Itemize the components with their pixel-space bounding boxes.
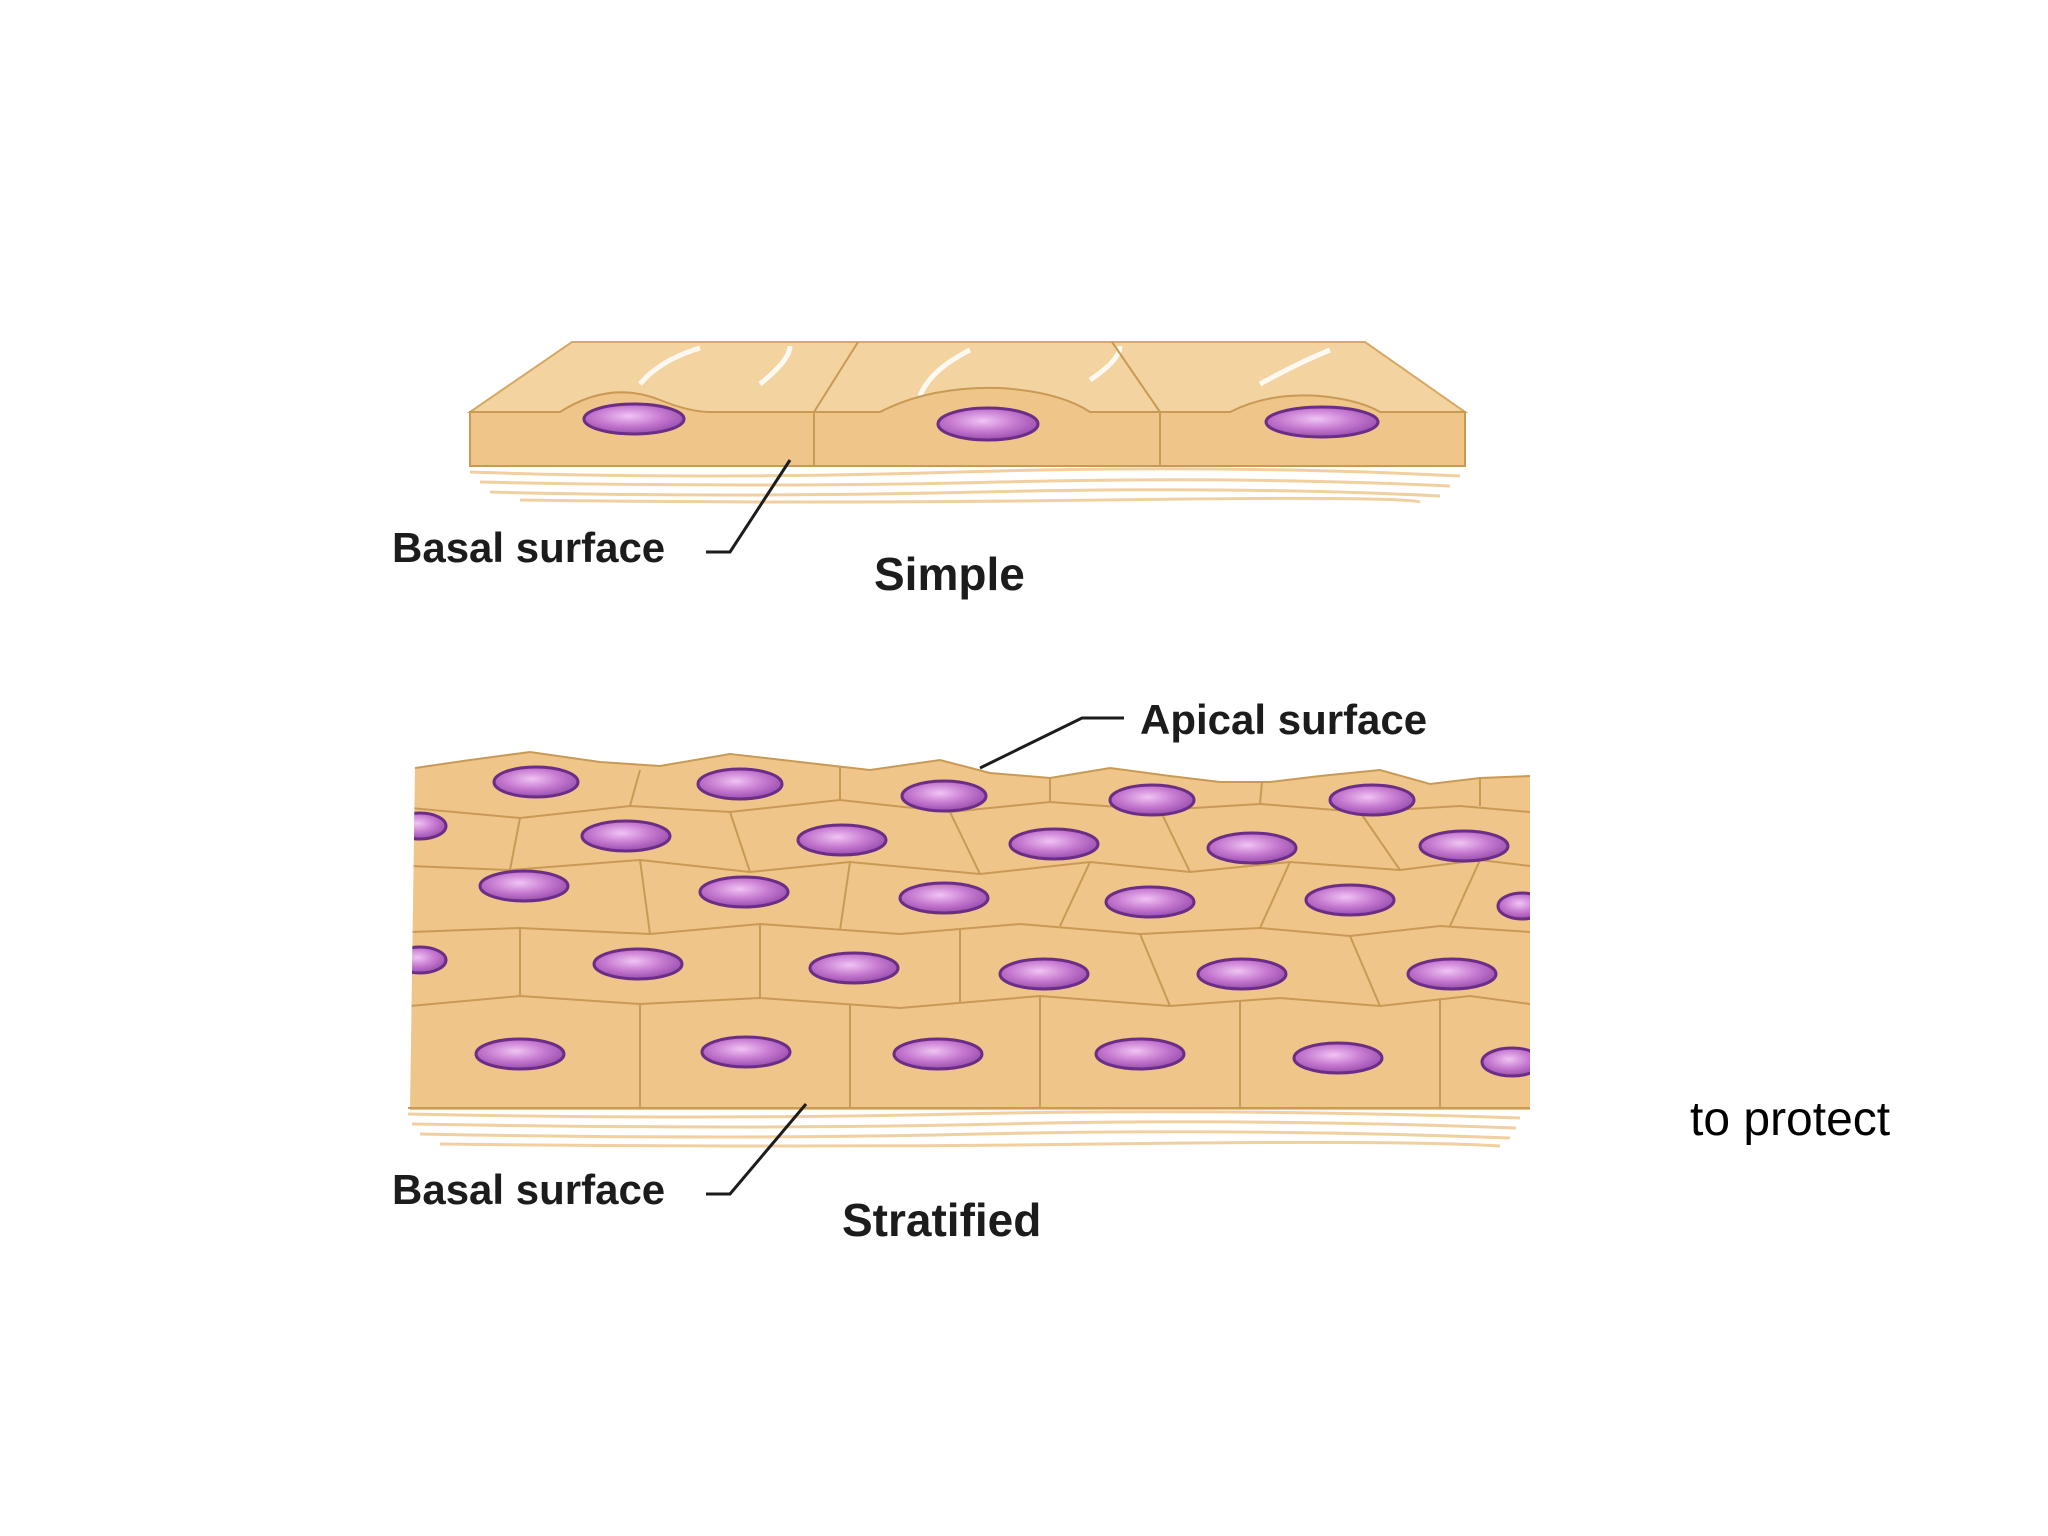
stratified-nucleus: [580, 819, 672, 853]
stratified-nucleus: [1108, 783, 1196, 817]
stratified-nucleus: [1196, 957, 1288, 991]
stratified-nucleus: [1328, 783, 1416, 817]
stratified-basement-tissue: [407, 1110, 1521, 1148]
stratified-nucleus: [1406, 957, 1498, 991]
stratified-nuclei: [410, 765, 1530, 1078]
stratified-nucleus: [898, 881, 990, 915]
stratified-nucleus: [698, 875, 790, 909]
stratified-nucleus: [700, 1035, 792, 1069]
simple-basal-label: Basal surface: [392, 524, 665, 571]
stratified-nucleus: [1292, 1041, 1384, 1075]
simple-nucleus: [582, 402, 686, 436]
stratified-nucleus: [796, 823, 888, 857]
stratified-basal-leader: [706, 1103, 808, 1196]
stratified-nucleus: [1496, 891, 1530, 921]
stratified-nucleus: [410, 945, 448, 975]
stratified-title: Stratified: [842, 1194, 1041, 1246]
simple-top-highlights: [638, 345, 1331, 397]
stratified-nucleus: [474, 1037, 566, 1071]
simple-basement-tissue: [469, 467, 1461, 504]
simple-title: Simple: [874, 548, 1025, 600]
simple-cell-borders: [813, 341, 1161, 466]
stratified-nucleus: [1008, 827, 1100, 861]
stratified-epithelium: Apical surface Basal surface Stratified: [392, 696, 1531, 1246]
stratified-nucleus: [1304, 883, 1396, 917]
simple-basal-leader: [706, 459, 792, 554]
simple-epithelium: Basal surface Simple: [392, 341, 1469, 600]
stratified-nucleus: [410, 811, 448, 841]
apical-label: Apical surface: [1140, 696, 1427, 743]
stratified-nucleus: [900, 779, 988, 813]
stratified-basal-label: Basal surface: [392, 1166, 665, 1213]
stratified-nucleus: [696, 767, 784, 801]
stratified-apical-edge: [414, 750, 1531, 786]
stratified-nucleus: [1094, 1037, 1186, 1071]
side-caption: to protect: [1690, 1093, 1891, 1146]
stratified-nucleus: [1206, 831, 1298, 865]
stratified-nucleus: [478, 869, 570, 903]
stratified-nucleus: [892, 1037, 984, 1071]
stratified-nucleus: [492, 765, 580, 799]
stratified-nucleus: [808, 951, 900, 985]
apical-leader: [979, 716, 1124, 770]
stratified-nucleus: [998, 957, 1090, 991]
stratified-nucleus: [592, 947, 684, 981]
stratified-nucleus: [1418, 829, 1510, 863]
stratified-nucleus: [1104, 885, 1196, 919]
stratified-nucleus: [1480, 1046, 1530, 1078]
simple-nucleus: [1264, 405, 1380, 439]
simple-nucleus: [936, 406, 1040, 442]
